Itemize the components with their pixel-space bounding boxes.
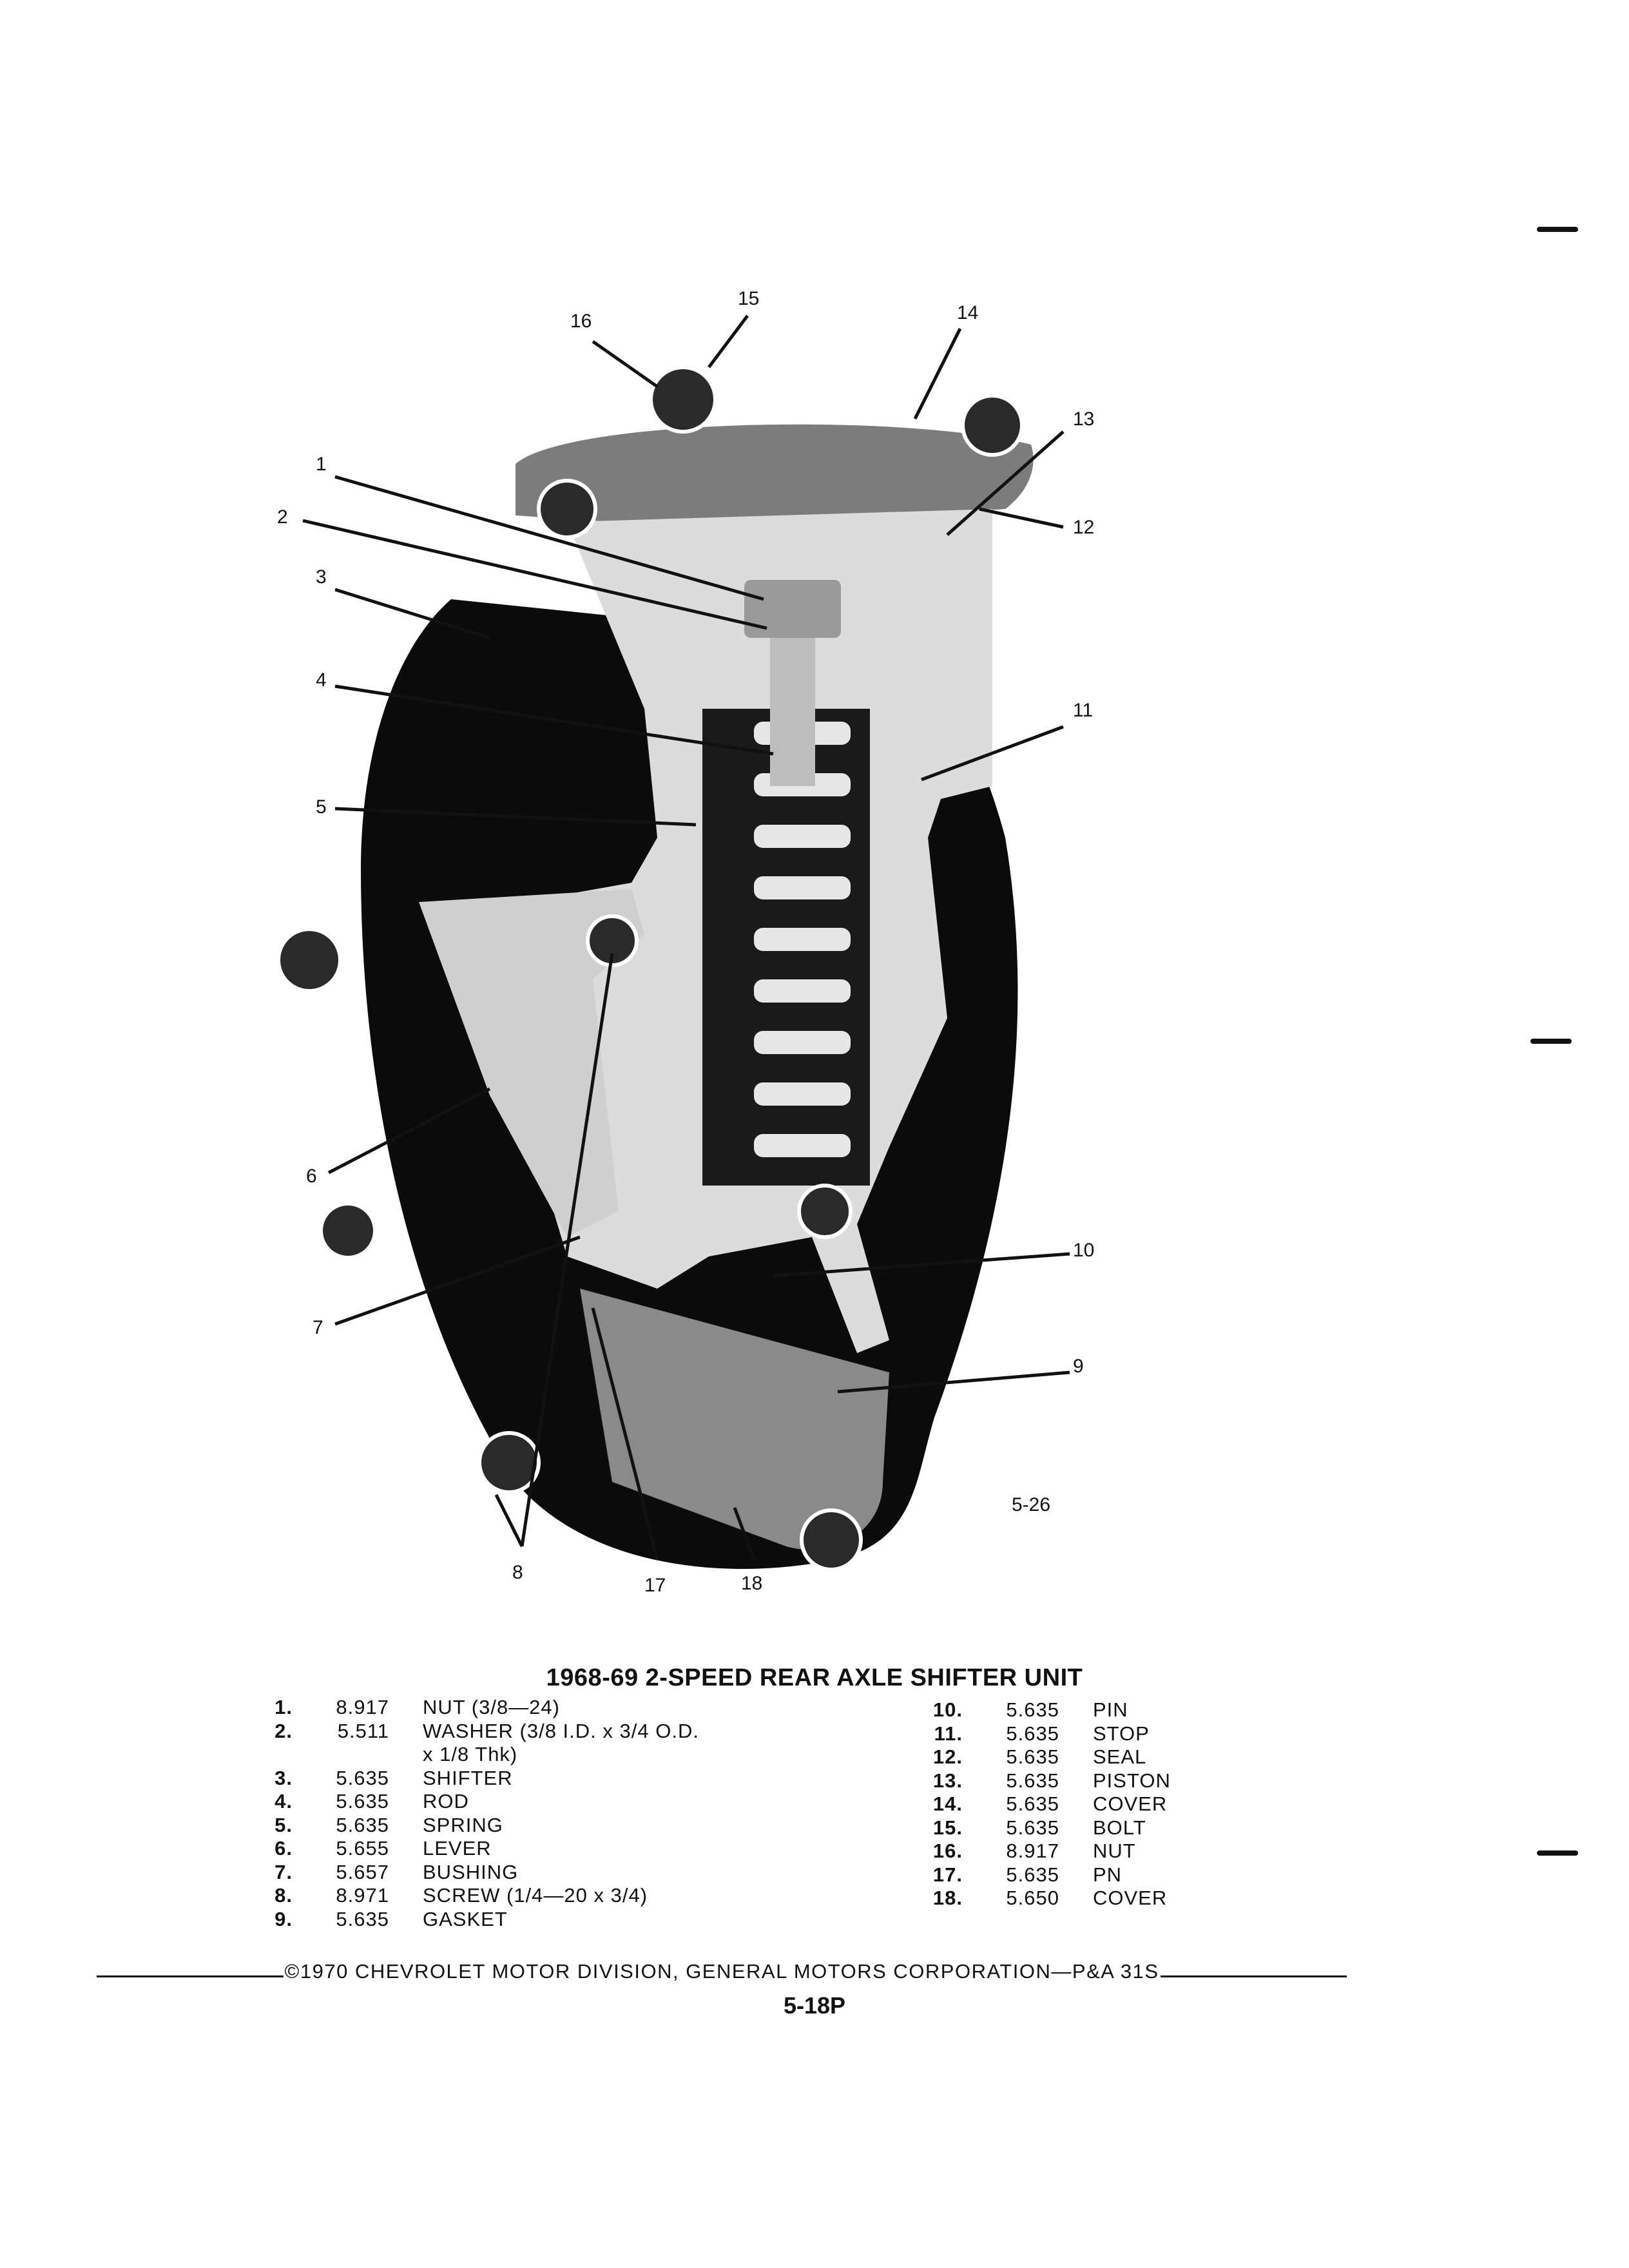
callout-5: 5 xyxy=(316,796,327,818)
callout-16: 16 xyxy=(570,311,592,332)
callout-12: 12 xyxy=(1073,517,1094,538)
leader-lines xyxy=(302,314,1070,1560)
edge-mark xyxy=(1530,1039,1572,1044)
lever xyxy=(419,889,644,1237)
parts-list-row: x 1/8 Thk) xyxy=(423,1743,518,1765)
callout-18: 18 xyxy=(741,1573,762,1594)
top-cover xyxy=(516,424,1034,528)
callout-9: 9 xyxy=(1073,1356,1084,1377)
callout-13: 13 xyxy=(1073,408,1094,430)
rod-nut xyxy=(744,580,841,638)
callout-11: 11 xyxy=(1073,700,1093,721)
page-number: 5-18P xyxy=(783,1992,846,2019)
callout-14: 14 xyxy=(957,302,978,323)
callout-17: 17 xyxy=(644,1575,666,1596)
callout-6: 6 xyxy=(306,1166,317,1187)
callout-7: 7 xyxy=(313,1317,323,1338)
bolts xyxy=(276,365,1024,1571)
footer-rule-right xyxy=(1160,1975,1347,1977)
edge-mark xyxy=(1537,1850,1578,1856)
edge-mark xyxy=(1537,227,1578,232)
bottom-cover-plate xyxy=(580,1289,889,1550)
shifter-unit-cutaway-illustration: 1 2 3 4 5 6 7 8 9 10 11 12 13 14 15 16 1… xyxy=(276,288,1094,1596)
callout-4: 4 xyxy=(316,669,327,691)
callout-1: 1 xyxy=(316,454,327,475)
footer-rule-left xyxy=(97,1975,284,1977)
callout-3: 3 xyxy=(316,566,327,588)
callout-10: 10 xyxy=(1073,1240,1094,1261)
callout-15: 15 xyxy=(738,288,759,309)
caption-title: 1968-69 2-SPEED REAR AXLE SHIFTER UNIT xyxy=(546,1664,1083,1691)
copyright-footer: ©1970 CHEVROLET MOTOR DIVISION, GENERAL … xyxy=(97,1960,1347,1983)
callout-8: 8 xyxy=(512,1562,523,1583)
callout-2: 2 xyxy=(277,506,288,528)
plate-number: 5-26 xyxy=(1012,1494,1050,1515)
copyright-text: ©1970 CHEVROLET MOTOR DIVISION, GENERAL … xyxy=(284,1960,1159,1983)
rod xyxy=(770,631,815,786)
callout-labels: 1 2 3 4 5 6 7 8 9 10 11 12 13 14 15 16 1… xyxy=(277,288,1094,1596)
